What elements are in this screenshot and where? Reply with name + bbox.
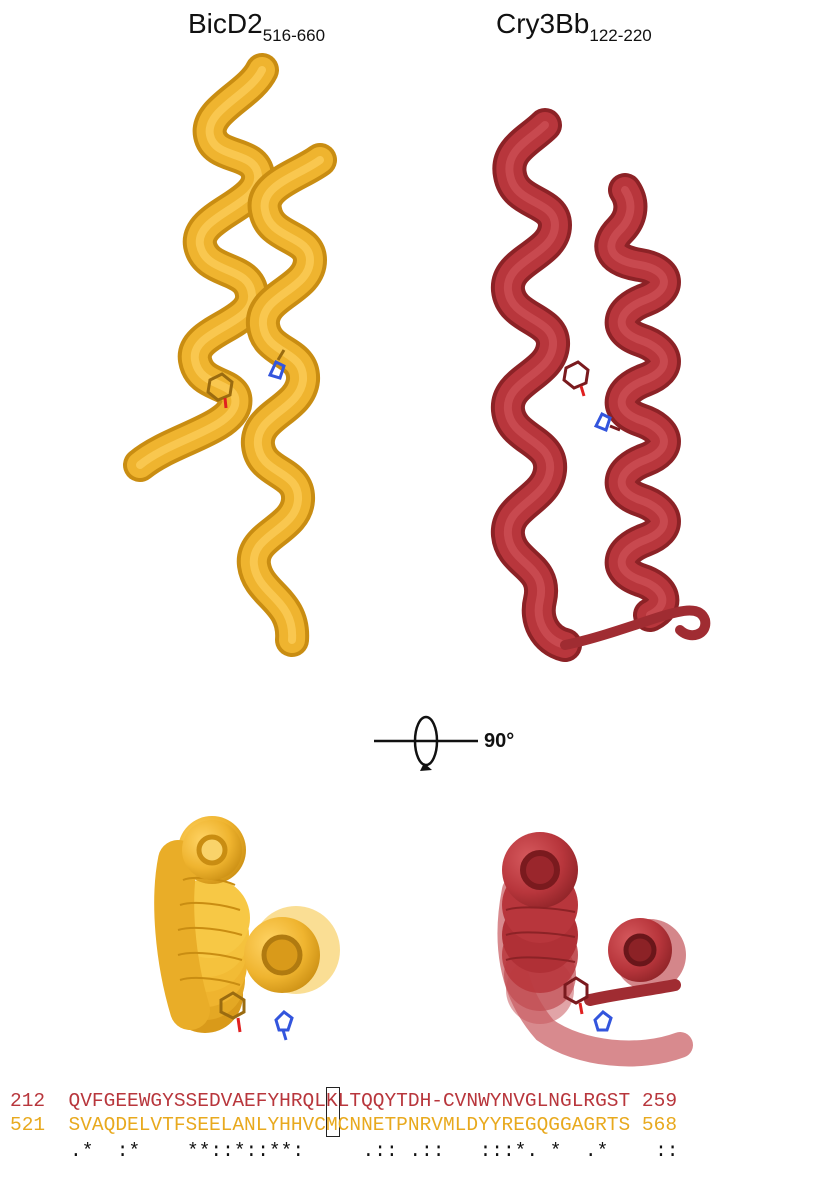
bicd2-helix-1 (140, 70, 262, 465)
alignment-row-bicd2: 521 SVAQDELVTFSEELANLYHHVCMCNNETPNRVMLDY… (10, 1114, 677, 1136)
conservation-line: .* :* **::*::**: .:: .:: :::*. * .* :: (70, 1140, 679, 1162)
cry3bb-end-number: 259 (642, 1090, 677, 1112)
bicd2-top-view (163, 816, 340, 1040)
cry3bb-helix-2 (565, 190, 705, 645)
cry3bb-sequence: QVFGEEWGYSSEDVAEFYHRQLKLTQQYTDH-CVNWYNVG… (69, 1090, 631, 1112)
bicd2-start-number: 521 (10, 1114, 45, 1136)
rotation-label: 90° (484, 730, 514, 753)
cry3bb-top-view (502, 832, 686, 1053)
bicd2-sequence: SVAQDELVTFSEELANLYHHVCMCNNETPNRVMLDYYREG… (69, 1114, 631, 1136)
bicd2-end-number: 568 (642, 1114, 677, 1136)
cry3bb-helix-1 (508, 125, 565, 645)
cry3bb-start-number: 212 (10, 1090, 45, 1112)
bicd2-helix-2 (254, 160, 320, 640)
cry3bb-tyrosine-sidechain (564, 362, 588, 396)
rotation-arrow-icon (374, 717, 478, 771)
alignment-row-cry3bb: 212 QVFGEEWGYSSEDVAEFYHRQLKLTQQYTDH-CVNW… (10, 1090, 677, 1112)
